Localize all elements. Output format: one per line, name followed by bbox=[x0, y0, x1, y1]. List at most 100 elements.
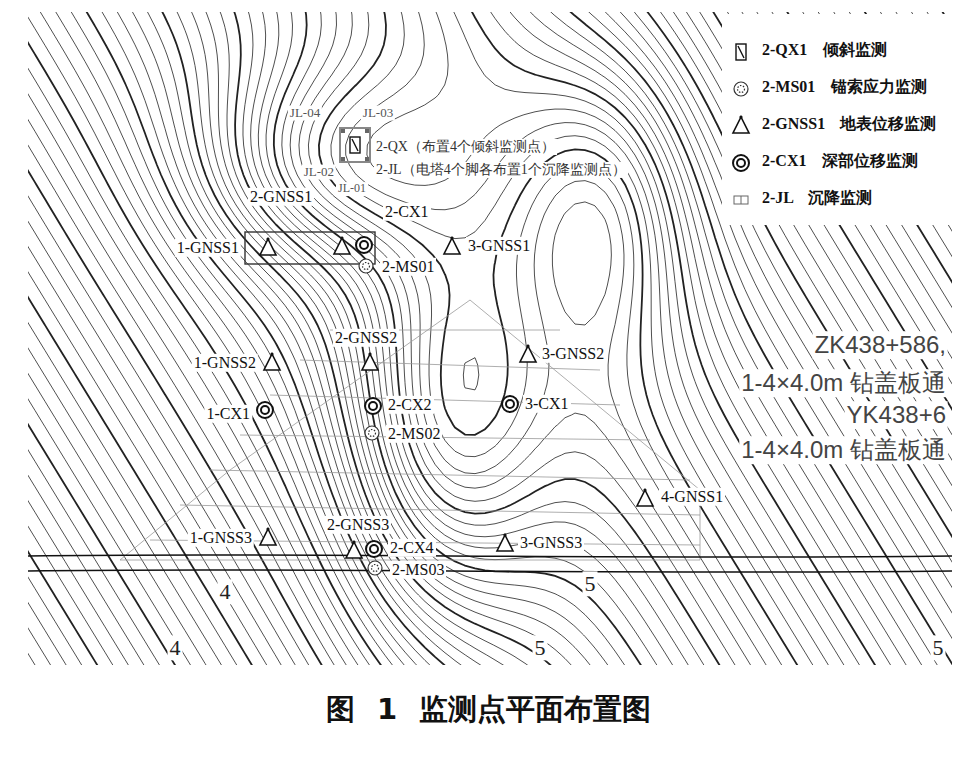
contour-line bbox=[28, 12, 952, 665]
legend-text: 2-MS01 锚索应力监测 bbox=[762, 77, 927, 98]
point-label: 2-MS03 bbox=[390, 561, 446, 579]
point-label: 1-CX1 bbox=[204, 405, 252, 423]
box bbox=[736, 44, 746, 60]
legend-symbol bbox=[728, 149, 754, 175]
contour-line bbox=[642, 12, 952, 607]
point-label: JL-04 bbox=[288, 106, 322, 121]
point-label: 2-MS02 bbox=[386, 425, 442, 443]
contour-line bbox=[251, 12, 952, 665]
gnss-symbol bbox=[733, 115, 749, 133]
point-label: 2-GNSS3 bbox=[325, 516, 391, 534]
contour-line bbox=[28, 12, 952, 665]
contour-line bbox=[243, 12, 952, 665]
slope-platform bbox=[120, 300, 700, 560]
legend-row: 2-JL 沉降监测 bbox=[728, 180, 946, 217]
point-label: JL-02 bbox=[302, 165, 336, 180]
road-edge bbox=[28, 555, 952, 557]
ring bbox=[366, 541, 382, 557]
contour-line bbox=[367, 12, 952, 665]
jl-symbol bbox=[734, 196, 748, 204]
contour-line bbox=[598, 12, 952, 665]
legend-row: 2-MS01 锚索应力监测 bbox=[728, 69, 946, 106]
contour-line bbox=[28, 12, 952, 665]
note-label: 2-JL（电塔4个脚各布置1个沉降监测点） bbox=[374, 162, 628, 178]
dot bbox=[643, 488, 646, 491]
culvert-label: 1-4×4.0m 钻盖板通 bbox=[739, 436, 948, 464]
legend-text: 2-QX1 倾斜监测 bbox=[762, 40, 887, 61]
dot bbox=[739, 115, 742, 118]
contour-line bbox=[28, 12, 952, 665]
contour-line bbox=[28, 12, 952, 665]
contour-line bbox=[266, 12, 952, 665]
gnss-symbol bbox=[497, 533, 513, 551]
contour-line bbox=[28, 12, 952, 665]
tilt bbox=[738, 46, 744, 58]
contour-line bbox=[232, 12, 952, 665]
point-label: 1-GNSS1 bbox=[175, 239, 241, 257]
culvert-label: 1-4×4.0m 钻盖板通 bbox=[739, 369, 948, 397]
contour-line bbox=[52, 12, 952, 665]
contour-line bbox=[28, 12, 952, 665]
contour-line bbox=[28, 12, 952, 665]
ms-symbol bbox=[368, 561, 382, 575]
slope-outline bbox=[120, 300, 700, 560]
contour-line bbox=[28, 12, 952, 665]
triangle bbox=[444, 238, 460, 254]
triangle bbox=[346, 542, 362, 558]
point-label: 2-GNSS2 bbox=[333, 329, 399, 347]
ring bbox=[734, 82, 748, 96]
point-label: 3-CX1 bbox=[523, 395, 571, 413]
contour-line bbox=[174, 12, 952, 665]
contour-line bbox=[83, 12, 952, 665]
ring bbox=[360, 241, 368, 249]
dot bbox=[266, 527, 269, 530]
dot bbox=[340, 236, 343, 239]
legend-row: 2-GNSS1 地表位移监测 bbox=[728, 106, 946, 143]
contour-line bbox=[28, 12, 952, 665]
contour-line bbox=[628, 12, 952, 632]
contour-line bbox=[709, 12, 952, 480]
jl-point bbox=[341, 157, 345, 161]
ring bbox=[370, 545, 378, 553]
dot bbox=[450, 236, 453, 239]
gnss-symbol bbox=[346, 540, 362, 558]
contour-line bbox=[28, 12, 952, 665]
gnss-symbol bbox=[520, 344, 536, 362]
dot bbox=[266, 237, 269, 240]
contour-line bbox=[188, 12, 952, 665]
jl-point bbox=[365, 129, 369, 133]
gnss-symbol bbox=[334, 236, 350, 254]
dot bbox=[352, 540, 355, 543]
contour-line bbox=[581, 12, 952, 665]
contour-line bbox=[331, 12, 952, 665]
ring bbox=[359, 259, 373, 273]
contour-line bbox=[669, 12, 952, 556]
point-label: 2-CX2 bbox=[386, 396, 434, 414]
contour-lines bbox=[28, 12, 952, 665]
point-label: JL-01 bbox=[336, 182, 368, 196]
legend-text: 2-JL 沉降监测 bbox=[762, 188, 872, 209]
point-label: 2-CX1 bbox=[383, 203, 431, 221]
contour-number: 4 bbox=[218, 579, 233, 604]
ms-symbol bbox=[365, 426, 379, 440]
map-art bbox=[28, 12, 952, 665]
ring bbox=[365, 426, 379, 440]
road-edge bbox=[28, 570, 952, 572]
contour-line bbox=[28, 12, 952, 665]
contour-line bbox=[28, 12, 952, 665]
legend-symbol bbox=[728, 38, 754, 64]
contour-line bbox=[144, 12, 952, 665]
legend-symbol bbox=[728, 75, 754, 101]
point-label: JL-03 bbox=[361, 106, 395, 121]
tick bbox=[741, 196, 742, 204]
contour-line bbox=[113, 12, 952, 665]
triangle bbox=[334, 238, 350, 254]
ring bbox=[737, 159, 745, 167]
contour-line bbox=[28, 12, 952, 665]
contour-line bbox=[28, 12, 952, 665]
contour-line bbox=[299, 12, 952, 665]
triangle bbox=[733, 117, 749, 133]
contour-line bbox=[28, 12, 952, 665]
dots bbox=[363, 263, 370, 270]
point-label: 2-MS01 bbox=[380, 258, 436, 276]
